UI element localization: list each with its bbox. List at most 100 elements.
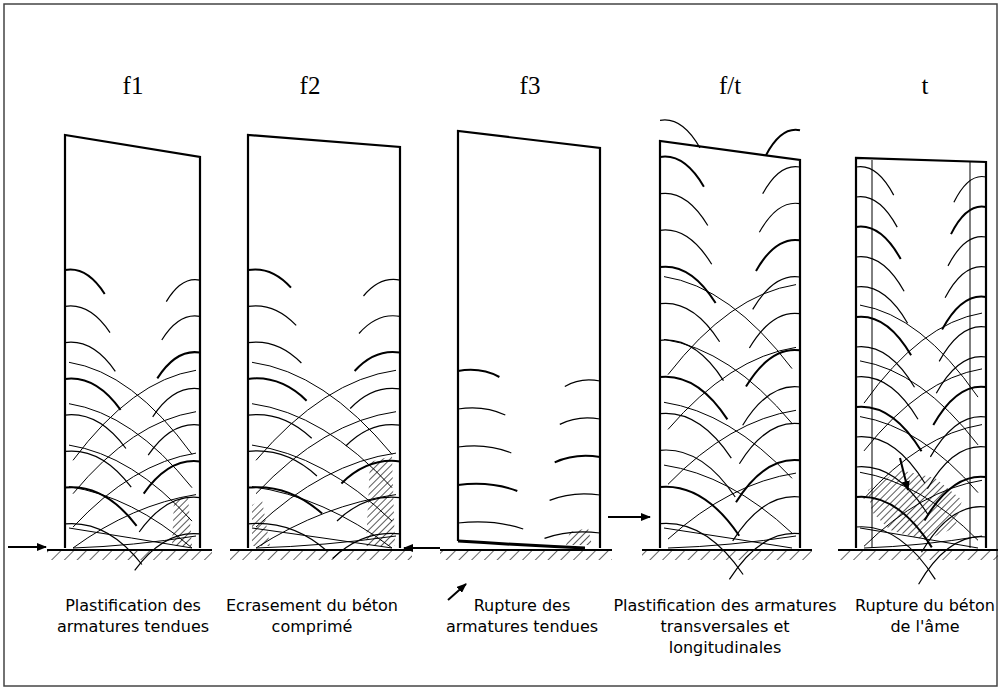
ground-line [642, 549, 812, 551]
mode-caption: Rupture du béton de l'âme [855, 595, 995, 637]
crack [930, 417, 986, 457]
mode-caption: Plastification des armatures tendues [46, 595, 221, 637]
wall-outline [248, 135, 400, 548]
crack [166, 280, 200, 302]
crack [660, 157, 704, 187]
crack [139, 497, 200, 532]
crack [660, 230, 712, 264]
ground-hatch [838, 550, 998, 560]
crack [948, 237, 986, 266]
ground-hatch [642, 550, 812, 560]
crack [736, 460, 800, 502]
crack [660, 193, 708, 225]
crack [162, 316, 200, 340]
crack [951, 207, 986, 235]
ground-lines [47, 550, 998, 560]
wall-outline [856, 158, 986, 548]
mode-label: f3 [520, 72, 541, 100]
ground-line [230, 549, 412, 551]
crack [739, 423, 800, 463]
crack [660, 267, 716, 303]
crack [664, 339, 792, 423]
wall-outline [458, 131, 600, 548]
crack [346, 425, 400, 446]
crack [759, 203, 800, 232]
crack [864, 369, 982, 451]
crack [65, 415, 126, 449]
crack [939, 327, 986, 362]
crack [144, 461, 200, 494]
crack [733, 497, 800, 541]
crack [856, 377, 918, 420]
walls [65, 131, 986, 548]
crack [69, 404, 192, 488]
crack [856, 287, 908, 324]
crack [458, 408, 505, 415]
mode-caption: Rupture des armatures tendues [435, 595, 610, 637]
crack [668, 473, 796, 539]
crack [65, 342, 115, 371]
wall-outline [65, 135, 200, 548]
ground-line [440, 549, 612, 551]
crack [756, 240, 800, 271]
crack [248, 451, 317, 476]
crack [660, 303, 720, 341]
crack [555, 456, 600, 463]
crack [668, 410, 796, 484]
crack [69, 445, 192, 521]
crack [864, 313, 982, 403]
crack [248, 342, 301, 363]
mode-label: t [922, 72, 929, 100]
mode-label: f/t [719, 72, 741, 100]
crack [945, 267, 986, 298]
crack [766, 130, 800, 155]
crack [954, 177, 986, 203]
crack-lines [65, 120, 986, 584]
crack [856, 167, 894, 196]
crack [743, 387, 800, 426]
crack [668, 347, 796, 429]
crack [458, 370, 499, 377]
crack [856, 197, 897, 228]
crack [350, 388, 400, 408]
frame [4, 4, 997, 686]
crack [664, 465, 792, 533]
crushed-zones [172, 456, 962, 546]
crack [248, 306, 296, 326]
crack [856, 317, 911, 356]
crack [660, 120, 700, 148]
crack [248, 378, 307, 400]
crack [749, 313, 800, 348]
crack [550, 494, 600, 501]
crack [355, 352, 400, 371]
crack [65, 487, 137, 526]
crack [753, 277, 800, 310]
crack [933, 387, 986, 425]
crack [364, 279, 401, 296]
mode-label: f1 [123, 72, 144, 100]
crack [664, 402, 792, 478]
mode-caption: Ecrasement du béton comprimé [225, 595, 400, 637]
rebar-line [970, 161, 971, 548]
crack [856, 407, 922, 452]
crack [660, 487, 739, 536]
crack [458, 522, 523, 529]
crack [660, 413, 731, 458]
crack [65, 306, 110, 333]
crack [458, 484, 517, 491]
crack [65, 378, 121, 409]
crack [248, 269, 291, 287]
crack [65, 270, 105, 294]
ground-hatch [230, 550, 412, 560]
crack [73, 495, 196, 548]
crack [668, 536, 796, 548]
ground-line [838, 549, 998, 551]
crack [763, 167, 800, 194]
crack [359, 316, 400, 334]
wall-outline [660, 141, 800, 548]
crack [856, 227, 901, 259]
crack [65, 451, 131, 487]
rupture-crack [458, 541, 585, 548]
crack [668, 285, 796, 375]
